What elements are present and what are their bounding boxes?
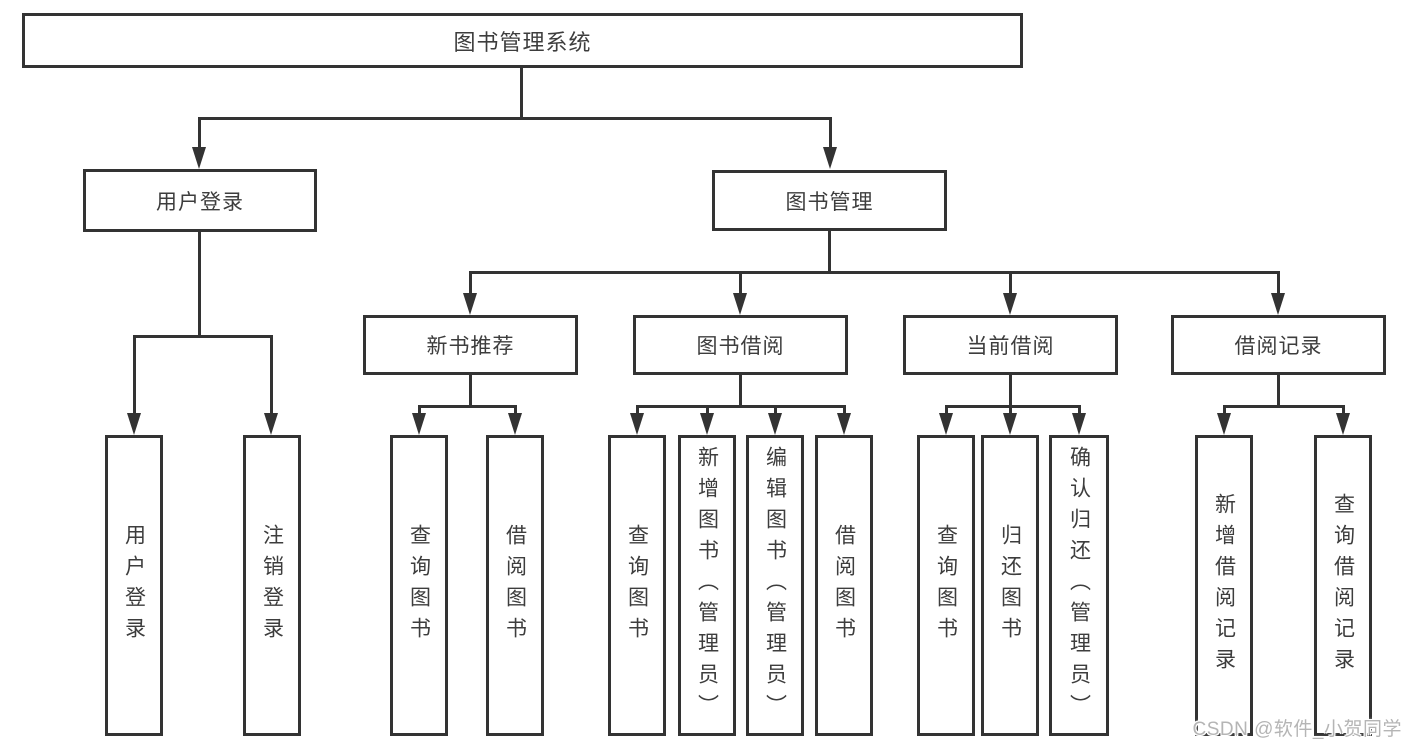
arrow-down-icon — [1072, 413, 1086, 435]
connector-drop-borrow-records — [1277, 271, 1280, 296]
leaf-borrow-books-label: 借阅图书 — [832, 523, 856, 648]
leaf-query-borrow-record: 查询借阅记录 — [1314, 435, 1372, 736]
leaf-logout-label: 注销登录 — [260, 523, 284, 648]
leaf-return-books: 归还图书 — [981, 435, 1039, 736]
arrow-down-icon — [939, 413, 953, 435]
arrow-down-icon — [837, 413, 851, 435]
connector-borrow-records-stem — [1277, 373, 1280, 408]
leaf-query-books-recommend: 查询图书 — [390, 435, 448, 736]
connector-root-bar — [198, 117, 832, 120]
leaf-user-login-label: 用户登录 — [122, 523, 146, 648]
connector-user-login-stem — [198, 232, 201, 338]
node-root: 图书管理系统 — [22, 13, 1023, 68]
arrow-down-icon — [768, 413, 782, 435]
arrow-down-icon — [733, 293, 747, 315]
node-book-borrow: 图书借阅 — [633, 315, 848, 375]
arrow-down-icon — [630, 413, 644, 435]
arrow-down-icon — [1003, 413, 1017, 435]
connector-new-book-bar — [418, 405, 517, 408]
arrow-down-icon — [127, 413, 141, 435]
node-book-management: 图书管理 — [712, 170, 947, 231]
leaf-borrow-books: 借阅图书 — [815, 435, 873, 736]
leaf-query-books-borrow: 查询图书 — [608, 435, 666, 736]
node-book-management-label: 图书管理 — [785, 190, 874, 214]
leaf-add-borrow-record-label: 新增借阅记录 — [1212, 492, 1236, 679]
leaf-borrow-books-recommend-label: 借阅图书 — [503, 523, 527, 648]
node-new-book-recommend-label: 新书推荐 — [426, 335, 515, 358]
node-root-label: 图书管理系统 — [453, 29, 592, 55]
arrow-down-icon — [412, 413, 426, 435]
connector-drop-user-login — [198, 117, 201, 150]
arrow-down-icon — [823, 147, 837, 169]
leaf-edit-books-admin-label: 编辑图书（管理员） — [763, 446, 787, 725]
node-book-borrow-label: 图书借阅 — [696, 335, 785, 358]
leaf-confirm-return-admin-label: 确认归还（管理员） — [1067, 446, 1091, 725]
connector-book-borrow-bar — [636, 405, 846, 408]
leaf-query-books-current: 查询图书 — [917, 435, 975, 736]
connector-drop-login-leaf — [133, 335, 136, 416]
leaf-confirm-return-admin: 确认归还（管理员） — [1049, 435, 1109, 736]
node-borrow-records: 借阅记录 — [1171, 315, 1386, 375]
connector-drop-leaf — [843, 405, 846, 416]
arrow-down-icon — [700, 413, 714, 435]
connector-drop-leaf — [945, 405, 948, 416]
connector-drop-leaf — [1009, 405, 1012, 416]
connector-drop-leaf — [774, 405, 777, 416]
leaf-return-books-label: 归还图书 — [998, 523, 1022, 648]
arrow-down-icon — [192, 147, 206, 169]
node-current-borrow-label: 当前借阅 — [966, 335, 1055, 358]
connector-drop-leaf — [706, 405, 709, 416]
arrow-down-icon — [508, 413, 522, 435]
connector-current-borrow-stem — [1009, 373, 1012, 408]
leaf-borrow-books-recommend: 借阅图书 — [486, 435, 544, 736]
leaf-user-login: 用户登录 — [105, 435, 163, 736]
leaf-add-books-admin: 新增图书（管理员） — [678, 435, 736, 736]
arrow-down-icon — [1003, 293, 1017, 315]
connector-user-login-bar — [133, 335, 273, 338]
node-user-login: 用户登录 — [83, 169, 317, 232]
arrow-down-icon — [1336, 413, 1350, 435]
connector-drop-leaf — [636, 405, 639, 416]
connector-root-stem — [520, 68, 523, 120]
arrow-down-icon — [264, 413, 278, 435]
leaf-query-borrow-record-label: 查询借阅记录 — [1331, 492, 1355, 679]
connector-drop-leaf — [418, 405, 421, 416]
connector-drop-leaf — [1223, 405, 1226, 416]
connector-drop-book-management — [829, 117, 832, 150]
connector-drop-new-book — [469, 271, 472, 296]
connector-book-borrow-stem — [739, 373, 742, 408]
connector-drop-leaf — [1342, 405, 1345, 416]
leaf-query-books-borrow-label: 查询图书 — [625, 523, 649, 648]
arrow-down-icon — [1217, 413, 1231, 435]
connector-book-management-stem — [828, 231, 831, 274]
leaf-edit-books-admin: 编辑图书（管理员） — [746, 435, 804, 736]
arrow-down-icon — [1271, 293, 1285, 315]
connector-borrow-records-bar — [1223, 405, 1345, 408]
connector-drop-logout-leaf — [270, 335, 273, 416]
connector-drop-book-borrow — [739, 271, 742, 296]
node-current-borrow: 当前借阅 — [903, 315, 1118, 375]
connector-drop-leaf — [514, 405, 517, 416]
leaf-add-borrow-record: 新增借阅记录 — [1195, 435, 1253, 736]
node-new-book-recommend: 新书推荐 — [363, 315, 578, 375]
node-user-login-label: 用户登录 — [156, 190, 244, 214]
leaf-query-books-recommend-label: 查询图书 — [407, 523, 431, 648]
connector-new-book-stem — [469, 373, 472, 408]
connector-current-borrow-bar — [945, 405, 1081, 408]
leaf-query-books-current-label: 查询图书 — [934, 523, 958, 648]
connector-drop-leaf — [1078, 405, 1081, 416]
leaf-add-books-admin-label: 新增图书（管理员） — [695, 446, 719, 725]
watermark: CSDN @软件_小贺同学 — [1192, 719, 1402, 740]
connector-drop-current-borrow — [1009, 271, 1012, 296]
connector-book-management-bar — [469, 271, 1280, 274]
arrow-down-icon — [463, 293, 477, 315]
leaf-logout: 注销登录 — [243, 435, 301, 736]
node-borrow-records-label: 借阅记录 — [1234, 335, 1323, 358]
